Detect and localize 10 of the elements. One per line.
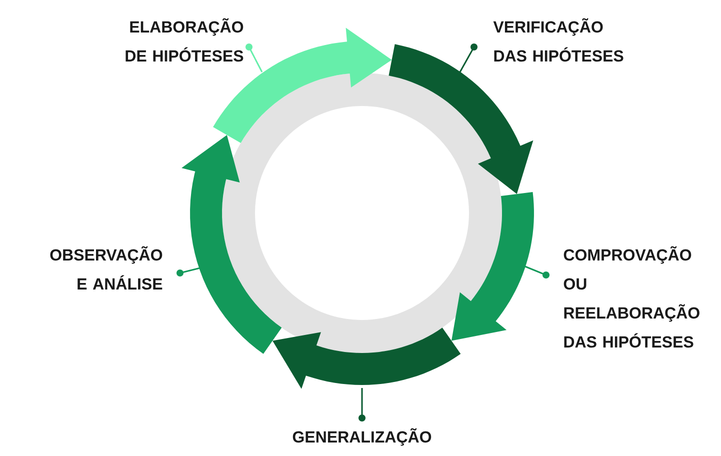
leader-line bbox=[246, 44, 263, 72]
leader-line bbox=[358, 388, 366, 422]
stage-label: GENERALIZAÇÃO bbox=[292, 428, 432, 446]
leader-line bbox=[459, 44, 478, 72]
stage-label: ELABORAÇÃO DE HIPÓTESES bbox=[126, 18, 244, 62]
leader-line bbox=[176, 267, 200, 276]
stage-label: VERIFICAÇÃO DAS HIPÓTESES bbox=[493, 18, 624, 62]
leader-line bbox=[524, 265, 550, 278]
stage-label: COMPROVAÇÃO OU REELABORAÇÃO DAS HIPÓTESES bbox=[564, 246, 700, 348]
stage-label: OBSERVAÇÃO E ANÁLISE bbox=[50, 246, 162, 290]
